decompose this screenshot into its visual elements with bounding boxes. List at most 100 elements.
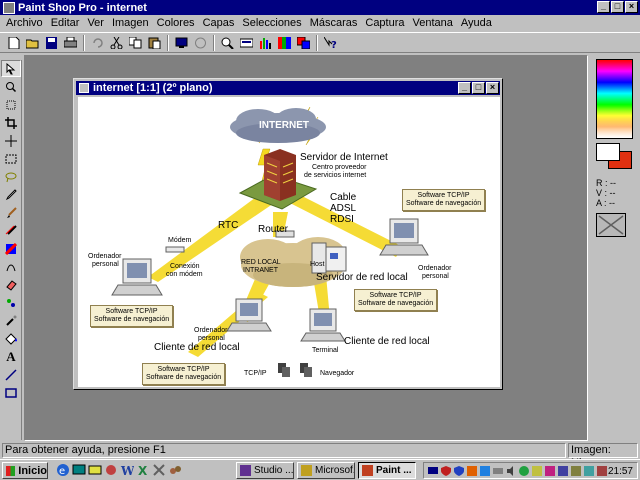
menu-captura[interactable]: Captura [365, 17, 405, 29]
tray-volume-icon[interactable] [505, 465, 517, 477]
clone-icon [5, 224, 17, 235]
image-canvas[interactable]: INTERNET Servidor de Internet Centro pro… [78, 97, 500, 387]
help-button[interactable]: ? [321, 34, 340, 52]
minimize-button[interactable]: _ [597, 1, 610, 13]
status-bar: Para obtener ayuda, presione F1 Imagen: … [0, 442, 640, 469]
new-button[interactable] [4, 34, 23, 52]
foreground-color-swatch[interactable] [596, 143, 620, 161]
picture-tube-tool[interactable] [1, 294, 21, 311]
menu-imagen[interactable]: Imagen [111, 17, 149, 29]
fill-tool[interactable] [1, 330, 21, 347]
menu-capas[interactable]: Capas [202, 17, 235, 29]
task-studio[interactable]: Studio ... [236, 462, 294, 479]
menu-ayuda[interactable]: Ayuda [460, 17, 492, 29]
clone-tool[interactable] [1, 222, 21, 239]
tray-app-icon[interactable] [570, 465, 582, 477]
deformation-tool[interactable] [1, 96, 21, 113]
document-title-bar[interactable]: internet [1:1] (2º plano) _ □ × [76, 81, 500, 95]
normal-view-button[interactable] [191, 34, 210, 52]
outlook-icon[interactable] [88, 463, 102, 477]
software-box-line1: Software TCP/IP [105, 308, 158, 315]
doc-close-button[interactable]: × [486, 82, 499, 94]
style-swatch[interactable] [596, 213, 626, 237]
excel-icon[interactable]: X [136, 463, 150, 477]
menu-archivo[interactable]: Archivo [6, 17, 43, 29]
zoom-button[interactable] [218, 34, 237, 52]
copy-button[interactable] [126, 34, 145, 52]
tray-app-icon[interactable] [596, 465, 608, 477]
status-image-info: Imagen: Ninguna [568, 443, 638, 469]
save-button[interactable] [42, 34, 61, 52]
isp-title: Servidor de Internet [300, 152, 388, 163]
maximize-button[interactable]: □ [611, 1, 624, 13]
start-label: Inicio [18, 464, 47, 477]
tray-app-icon[interactable] [557, 465, 569, 477]
color-replacer-tool[interactable] [1, 240, 21, 257]
retouch-tool[interactable] [1, 258, 21, 275]
crop-tool[interactable] [1, 114, 21, 131]
tray-shield-icon[interactable] [440, 465, 452, 477]
doc-minimize-button[interactable]: _ [458, 82, 471, 94]
menu-ventana[interactable]: Ventana [412, 17, 453, 29]
tray-app-icon[interactable] [518, 465, 530, 477]
line-tool[interactable] [1, 366, 21, 383]
internet-explorer-icon[interactable]: e [56, 463, 70, 477]
tray-monitor-icon[interactable] [427, 465, 439, 477]
tray-app-icon[interactable] [544, 465, 556, 477]
brush-tool[interactable] [1, 204, 21, 221]
app-title-bar[interactable]: Paint Shop Pro - internet _ □ × [0, 0, 640, 15]
text-tool[interactable]: A [1, 348, 21, 365]
tray-shield-icon[interactable] [453, 465, 465, 477]
cut-button[interactable] [107, 34, 126, 52]
color-spectrum[interactable] [596, 59, 633, 139]
status-help-text: Para obtener ayuda, presione F1 [2, 443, 566, 458]
tray-app-icon[interactable] [466, 465, 478, 477]
open-button[interactable] [23, 34, 42, 52]
clock[interactable]: 21:57 [607, 466, 633, 477]
print-button[interactable] [61, 34, 80, 52]
eraser-tool[interactable] [1, 276, 21, 293]
menu-selecciones[interactable]: Selecciones [242, 17, 302, 29]
airbrush-tool[interactable] [1, 312, 21, 329]
full-screen-button[interactable] [172, 34, 191, 52]
histogram-button[interactable] [256, 34, 275, 52]
tray-app-icon[interactable] [531, 465, 543, 477]
menu-colores[interactable]: Colores [156, 17, 195, 29]
move-tool[interactable] [1, 132, 21, 149]
program-icon[interactable] [152, 463, 166, 477]
document-icon [79, 83, 89, 93]
tray-app-icon[interactable] [479, 465, 491, 477]
conexion-line1: Conexión [170, 263, 200, 270]
word-icon[interactable]: W [120, 463, 134, 477]
undo-button[interactable] [88, 34, 107, 52]
svg-text:?: ? [331, 40, 337, 49]
shape-tool[interactable] [1, 384, 21, 401]
selection-tool[interactable] [1, 150, 21, 167]
menu-mascaras[interactable]: Máscaras [309, 17, 358, 29]
tray-app-icon[interactable] [583, 465, 595, 477]
channels-icon[interactable] [104, 463, 118, 477]
menu-ver[interactable]: Ver [87, 17, 104, 29]
tools-icon[interactable] [168, 463, 182, 477]
desktop-icon[interactable] [72, 463, 86, 477]
close-button[interactable]: × [625, 1, 638, 13]
doc-maximize-button[interactable]: □ [472, 82, 485, 94]
isp-line1: Centro proveedor [312, 164, 367, 171]
toolbar-toggle-button[interactable] [237, 34, 256, 52]
software-box-line2: Software de navegación [406, 200, 482, 207]
zoom-tool[interactable] [1, 78, 21, 95]
start-button[interactable]: Inicio [2, 462, 48, 479]
tray-network-icon[interactable] [492, 465, 504, 477]
toolbar-separator [83, 34, 85, 51]
task-microsoft[interactable]: Microsof... [297, 462, 355, 479]
task-paint-shop-pro[interactable]: Paint ... [358, 462, 416, 479]
layers-button[interactable] [294, 34, 313, 52]
pointer-tool[interactable] [1, 60, 21, 77]
paste-button[interactable] [145, 34, 164, 52]
palette-button[interactable] [275, 34, 294, 52]
conexion-line2: con módem [166, 271, 203, 278]
dropper-tool[interactable] [1, 186, 21, 203]
menu-editar[interactable]: Editar [50, 17, 80, 29]
lasso-tool[interactable] [1, 168, 21, 185]
document-window[interactable]: internet [1:1] (2º plano) _ □ × [73, 78, 503, 390]
